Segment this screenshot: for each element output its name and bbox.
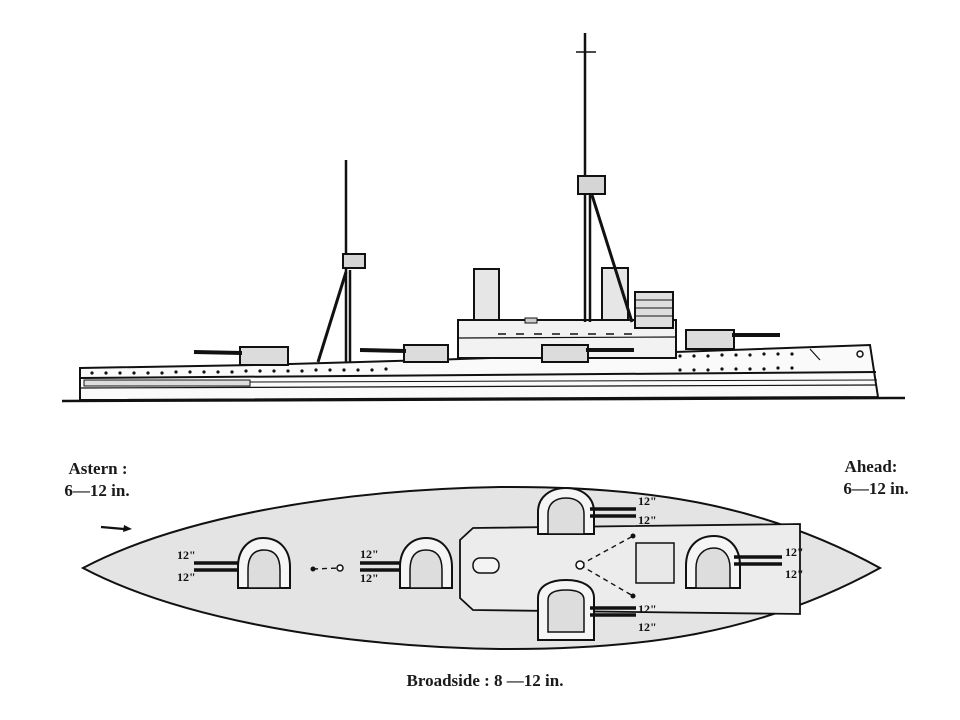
turret-aft-plan <box>194 536 291 589</box>
ahead-title: Ahead: <box>844 457 898 476</box>
calibre-mark: 12" <box>638 602 657 616</box>
fore-mast <box>576 33 634 323</box>
astern-title: Astern : <box>68 459 128 478</box>
calibre-mark: 12" <box>360 571 379 585</box>
gun-calibre-marks: 12" 12" 12" 12" 12" 12" 12" 12" 12" 12" <box>177 494 804 634</box>
midship-turret-side-b <box>541 344 634 363</box>
calibre-mark: 12" <box>360 547 379 561</box>
turret-fore-plan <box>685 534 782 589</box>
turret-wing-upper-plan <box>537 486 636 535</box>
heading-arrow <box>100 525 132 532</box>
hull-strake-2 <box>79 384 878 389</box>
calibre-mark: 12" <box>177 570 196 584</box>
side-elevation <box>61 33 906 403</box>
firing-arcs <box>312 535 634 597</box>
fore-turret-side <box>685 329 780 350</box>
plan-view <box>80 485 883 651</box>
hull-strake-1 <box>79 371 877 379</box>
calibre-mark: 12" <box>638 513 657 527</box>
arc-markers <box>310 533 636 599</box>
aft-turret-side <box>193 346 289 366</box>
broadside-label: Broadside : 8 —12 in. <box>406 671 564 690</box>
boat-hatch <box>635 542 675 584</box>
calibre-mark: 12" <box>785 567 804 581</box>
calibre-mark: 12" <box>177 548 196 562</box>
calibre-mark: 12" <box>785 545 804 559</box>
stern-strake <box>83 379 251 387</box>
calibre-mark: 12" <box>638 494 657 508</box>
aft-mast <box>316 160 366 363</box>
midship-turret-side-a <box>359 344 449 363</box>
hull-strake-3 <box>249 379 878 383</box>
hawse-hole <box>856 350 864 358</box>
portholes <box>90 352 794 375</box>
turret-wing-lower-plan <box>537 578 636 641</box>
bow-line <box>809 348 821 361</box>
ahead-value: 6—12 in. <box>843 479 909 498</box>
turret-midship-aft-plan <box>360 536 453 589</box>
calibre-mark: 12" <box>638 620 657 634</box>
astern-value: 6—12 in. <box>64 481 130 500</box>
funnel-aft-plan <box>472 557 500 574</box>
